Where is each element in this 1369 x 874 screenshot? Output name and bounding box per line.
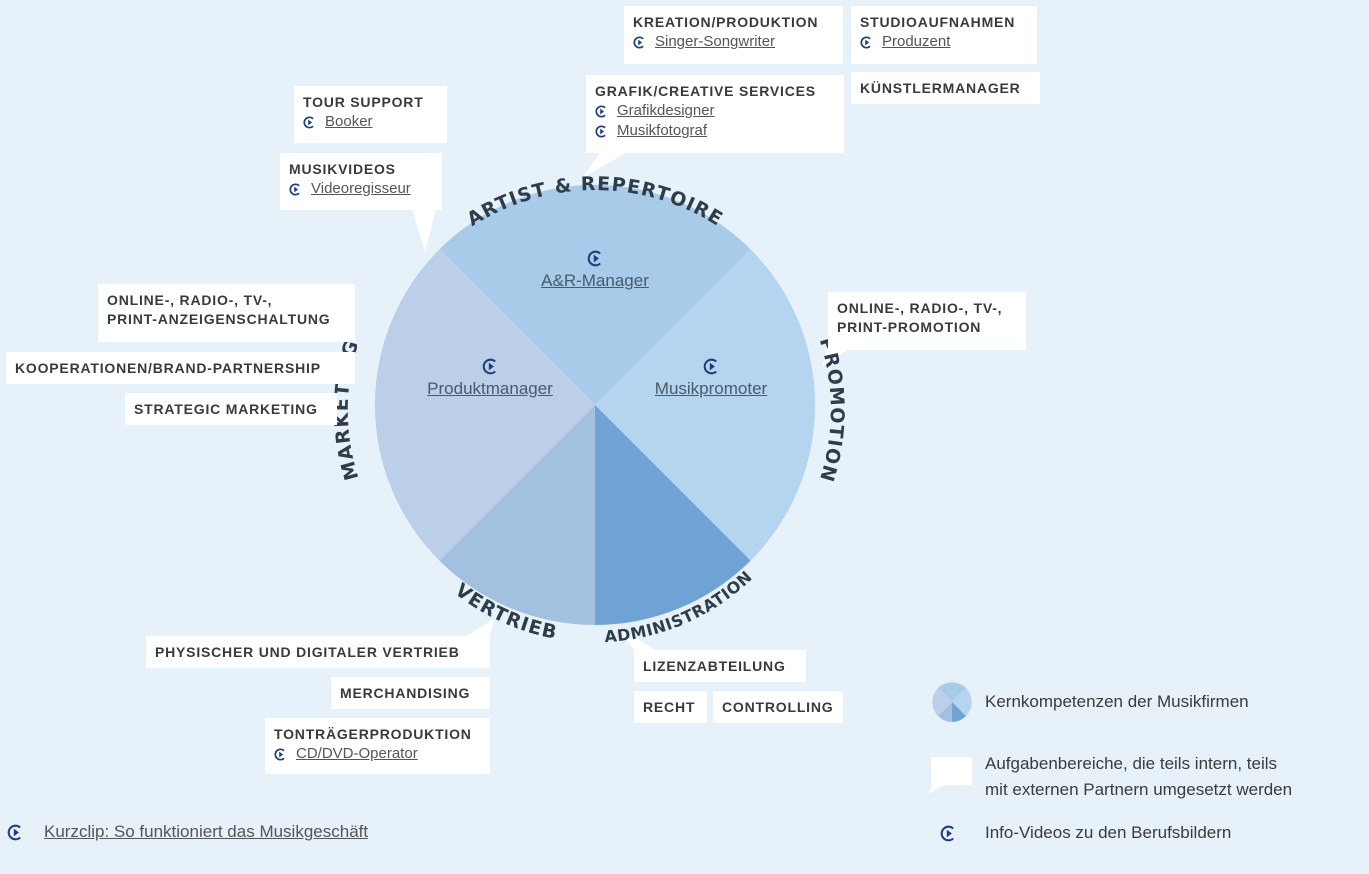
- link-cd-dvd-operator[interactable]: CD/DVD-Operator: [296, 745, 418, 762]
- pointer-lizenz: [618, 628, 656, 650]
- box-vertrieb: PHYSISCHER UND DIGITALER VERTRIEB: [146, 636, 490, 668]
- box-title: TOUR SUPPORT: [303, 94, 424, 110]
- link-produzent[interactable]: Produzent: [882, 33, 951, 50]
- legend-videos-label: Info-Videos zu den Berufsbildern: [985, 823, 1232, 842]
- link-videoregisseur[interactable]: Videoregisseur: [311, 180, 411, 197]
- box-title-line2: PRINT-ANZEIGENSCHALTUNG: [107, 311, 331, 327]
- box-studioaufnahmen: STUDIOAUFNAHMEN Produzent: [851, 6, 1037, 64]
- box-title-line1: ONLINE-, RADIO-, TV-,: [837, 300, 1003, 316]
- link-booker[interactable]: Booker: [325, 113, 373, 130]
- box-title-line1: ONLINE-, RADIO-, TV-,: [107, 292, 273, 308]
- play-circle-icon: [274, 747, 287, 761]
- footer-clip: Kurzclip: So funktioniert das Musikgesch…: [7, 822, 368, 842]
- play-circle-icon: [860, 35, 873, 49]
- legend-bubble-icon: [928, 757, 972, 794]
- legend-tasks-line2: mit externen Partnern umgesetzt werden: [985, 780, 1293, 799]
- box-musikvideos: MUSIKVIDEOS Videoregisseur: [280, 153, 442, 210]
- box-grafik-creative-services: GRAFIK/CREATIVE SERVICES Grafikdesigner …: [586, 75, 844, 153]
- box-title: PHYSISCHER UND DIGITALER VERTRIEB: [155, 644, 460, 660]
- link-singer-songwriter[interactable]: Singer-Songwriter: [655, 33, 776, 50]
- box-kooperationen: KOOPERATIONEN/BRAND-PARTNERSHIP: [6, 352, 355, 384]
- play-circle-icon: [940, 825, 957, 842]
- box-title-line2: PRINT-PROMOTION: [837, 319, 982, 335]
- pointer-vertrieb: [466, 619, 494, 636]
- box-tour-support: TOUR SUPPORT Booker: [294, 86, 447, 143]
- sector-marketing: [374, 249, 595, 561]
- sector-label-promotion: PROMOTION: [815, 335, 848, 485]
- legend-tasks: Aufgabenbereiche, die teils intern, teil…: [985, 751, 1292, 803]
- legend-videos: Info-Videos zu den Berufsbildern: [940, 820, 1231, 846]
- box-recht: RECHT: [634, 691, 707, 723]
- play-circle-icon: [303, 115, 316, 129]
- play-circle-icon: [703, 358, 717, 375]
- box-title: KOOPERATIONEN/BRAND-PARTNERSHIP: [15, 360, 321, 376]
- play-circle-icon: [595, 124, 608, 138]
- center-ar-manager: A&R-Manager: [510, 250, 680, 291]
- box-title: KREATION/PRODUKTION: [633, 14, 819, 30]
- box-title: STUDIOAUFNAHMEN: [860, 14, 1016, 30]
- play-circle-icon: [482, 358, 496, 375]
- box-promotion: ONLINE-, RADIO-, TV-, PRINT-PROMOTION: [828, 292, 1026, 350]
- legend-tasks-line1: Aufgabenbereiche, die teils intern, teil…: [985, 754, 1278, 773]
- box-anzeigenschaltung: ONLINE-, RADIO-, TV-, PRINT-ANZEIGENSCHA…: [98, 284, 355, 342]
- pointer-promo: [822, 350, 848, 366]
- box-title: MERCHANDISING: [340, 685, 471, 701]
- link-produktmanager[interactable]: Produktmanager: [427, 379, 553, 398]
- box-title: LIZENZABTEILUNG: [643, 658, 786, 674]
- sector-administration: [595, 405, 751, 625]
- box-title: KÜNSTLERMANAGER: [860, 80, 1021, 96]
- box-controlling: CONTROLLING: [713, 691, 843, 723]
- box-title: STRATEGIC MARKETING: [134, 401, 318, 417]
- box-strategic-marketing: STRATEGIC MARKETING: [125, 393, 337, 425]
- link-musikfotograf[interactable]: Musikfotograf: [617, 122, 708, 139]
- box-merchandising: MERCHANDISING: [331, 677, 490, 709]
- play-circle-icon: [587, 250, 601, 267]
- play-circle-icon: [7, 824, 24, 841]
- box-title: RECHT: [643, 699, 696, 715]
- link-musikpromoter[interactable]: Musikpromoter: [654, 379, 768, 398]
- box-kuenstlermanager: KÜNSTLERMANAGER: [851, 72, 1040, 104]
- box-title: GRAFIK/CREATIVE SERVICES: [595, 83, 816, 99]
- play-circle-icon: [289, 182, 302, 196]
- box-title: CONTROLLING: [722, 699, 834, 715]
- box-lizenzabteilung: LIZENZABTEILUNG: [634, 650, 806, 682]
- center-musikpromoter: Musikpromoter: [636, 358, 786, 399]
- legend-core: Kernkompetenzen der Musikfirmen: [985, 692, 1249, 711]
- play-circle-icon: [595, 104, 608, 118]
- play-circle-icon: [633, 35, 646, 49]
- box-kreation-produktion: KREATION/PRODUKTION Singer-Songwriter: [624, 6, 843, 64]
- link-ar-manager[interactable]: A&R-Manager: [541, 271, 649, 290]
- sector-promotion: [595, 249, 816, 561]
- sector-vertrieb: [439, 405, 595, 625]
- pointer-musikvideos: [412, 209, 436, 252]
- sector-artist-repertoire: [439, 184, 751, 405]
- link-grafikdesigner[interactable]: Grafikdesigner: [617, 102, 715, 119]
- pointer-grafik: [582, 153, 626, 178]
- box-tontraegerproduktion: TONTRÄGERPRODUKTION CD/DVD-Operator: [265, 718, 490, 774]
- center-produktmanager: Produktmanager: [410, 358, 570, 399]
- box-title: MUSIKVIDEOS: [289, 161, 396, 177]
- link-kurzclip[interactable]: Kurzclip: So funktioniert das Musikgesch…: [44, 822, 369, 841]
- legend-pie-icon: [932, 682, 972, 722]
- box-title: TONTRÄGERPRODUKTION: [274, 726, 472, 742]
